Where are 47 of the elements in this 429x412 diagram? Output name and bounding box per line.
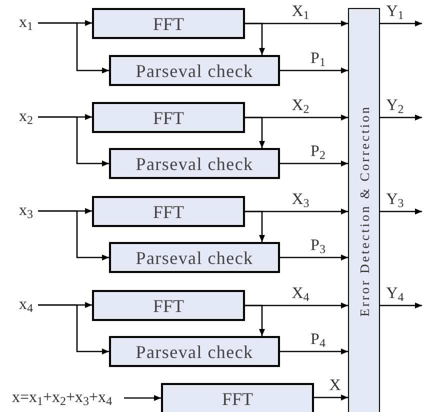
edge-label: Y$_{4}$ xyxy=(386,286,404,302)
signal-label: x=x$_{1}$+x$_{2}$+x$_{3}$+x$_{4}$ xyxy=(0,387,124,409)
process-box: Parseval check xyxy=(109,55,280,86)
edge-label: X$_{4}$ xyxy=(292,286,310,302)
arrow xyxy=(280,68,348,74)
process-box: FFT xyxy=(161,383,314,412)
arrow xyxy=(280,254,348,260)
arrow xyxy=(38,210,109,260)
edge-label: X$_{2}$ xyxy=(292,98,310,114)
edge-label: X xyxy=(329,378,341,394)
arrow xyxy=(245,116,265,148)
edge-label: P$_{2}$ xyxy=(310,144,326,160)
arrow xyxy=(380,20,422,26)
arrow xyxy=(38,116,109,166)
arrow xyxy=(280,160,348,166)
process-box: FFT xyxy=(92,290,245,321)
arrow xyxy=(380,302,422,308)
arrow xyxy=(38,304,109,354)
arrow xyxy=(380,114,422,120)
process-box: FFT xyxy=(92,8,245,39)
process-box: Parseval check xyxy=(109,148,280,179)
signal-label: x$_{2}$ xyxy=(14,106,38,128)
edge-label: P$_{3}$ xyxy=(310,238,326,254)
arrow xyxy=(314,394,348,400)
edge-label: Y$_{1}$ xyxy=(386,4,404,20)
arrow xyxy=(280,348,348,354)
edge-label: P$_{4}$ xyxy=(310,332,326,348)
signal-label: x$_{3}$ xyxy=(14,200,38,222)
arrow xyxy=(245,210,265,242)
arrow xyxy=(124,395,161,401)
arrow xyxy=(380,208,422,214)
edge-label: X$_{3}$ xyxy=(292,192,310,208)
arrow xyxy=(38,22,109,74)
process-box: FFT xyxy=(92,196,245,227)
process-box: FFT xyxy=(92,102,245,133)
edge-label: Y$_{3}$ xyxy=(386,192,404,208)
arrow xyxy=(245,304,265,336)
signal-label: x$_{4}$ xyxy=(14,294,38,316)
edge-label: Y$_{2}$ xyxy=(386,98,404,114)
process-block xyxy=(348,8,380,412)
edge-label: X$_{1}$ xyxy=(292,4,310,20)
vertical-label: Error Detection & Correction xyxy=(358,104,370,316)
process-box: Parseval check xyxy=(109,242,280,273)
signal-label: x$_{1}$ xyxy=(14,12,38,34)
edge-label: P$_{1}$ xyxy=(310,50,326,66)
process-box: Parseval check xyxy=(109,336,280,367)
arrow xyxy=(245,22,265,55)
